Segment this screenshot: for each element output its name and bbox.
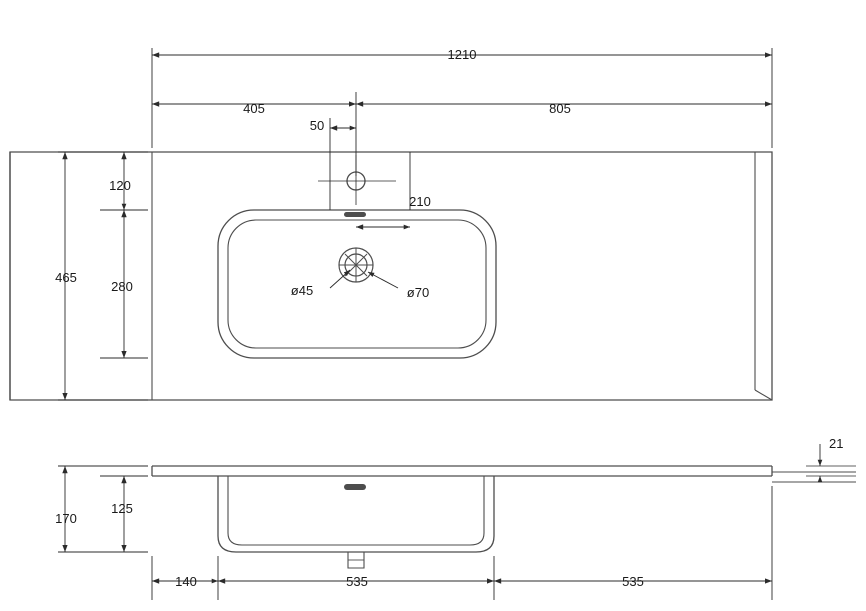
dim-label-tap-hole-offset: 50 xyxy=(310,118,324,133)
drain-assembly xyxy=(338,247,374,283)
top-view-dimensions xyxy=(58,48,773,401)
dim-label-bowl-depth: 280 xyxy=(111,279,133,294)
dim-label-left-segment: 140 xyxy=(175,574,197,589)
bowl-outline xyxy=(217,209,497,359)
dim-label-overall-width: 1210 xyxy=(448,47,477,62)
dim-label-drain-inner-diameter: ø45 xyxy=(291,283,313,298)
dim-label-drain-outer-diameter: ø70 xyxy=(407,285,429,300)
dim-label-back-to-bowl: 120 xyxy=(109,178,131,193)
dim-label-middle-segment: 535 xyxy=(346,574,368,589)
dim-label-left-offset: 405 xyxy=(243,101,265,116)
front-view-dimensions xyxy=(58,444,856,600)
dim-label-bowl-height: 125 xyxy=(111,501,133,516)
front-view-geometry xyxy=(151,465,856,569)
dim-label-depth-total: 465 xyxy=(55,270,77,285)
dim-label-drain-offset: 210 xyxy=(409,194,431,209)
dim-label-right-segment: 535 xyxy=(622,574,644,589)
dim-label-right-offset: 805 xyxy=(549,101,571,116)
dim-label-slab-thickness: 21 xyxy=(829,436,843,451)
overflow-slot xyxy=(344,212,366,217)
top-view-geometry xyxy=(9,151,773,401)
drain-leaders xyxy=(329,269,399,289)
dim-label-total-height: 170 xyxy=(55,511,77,526)
